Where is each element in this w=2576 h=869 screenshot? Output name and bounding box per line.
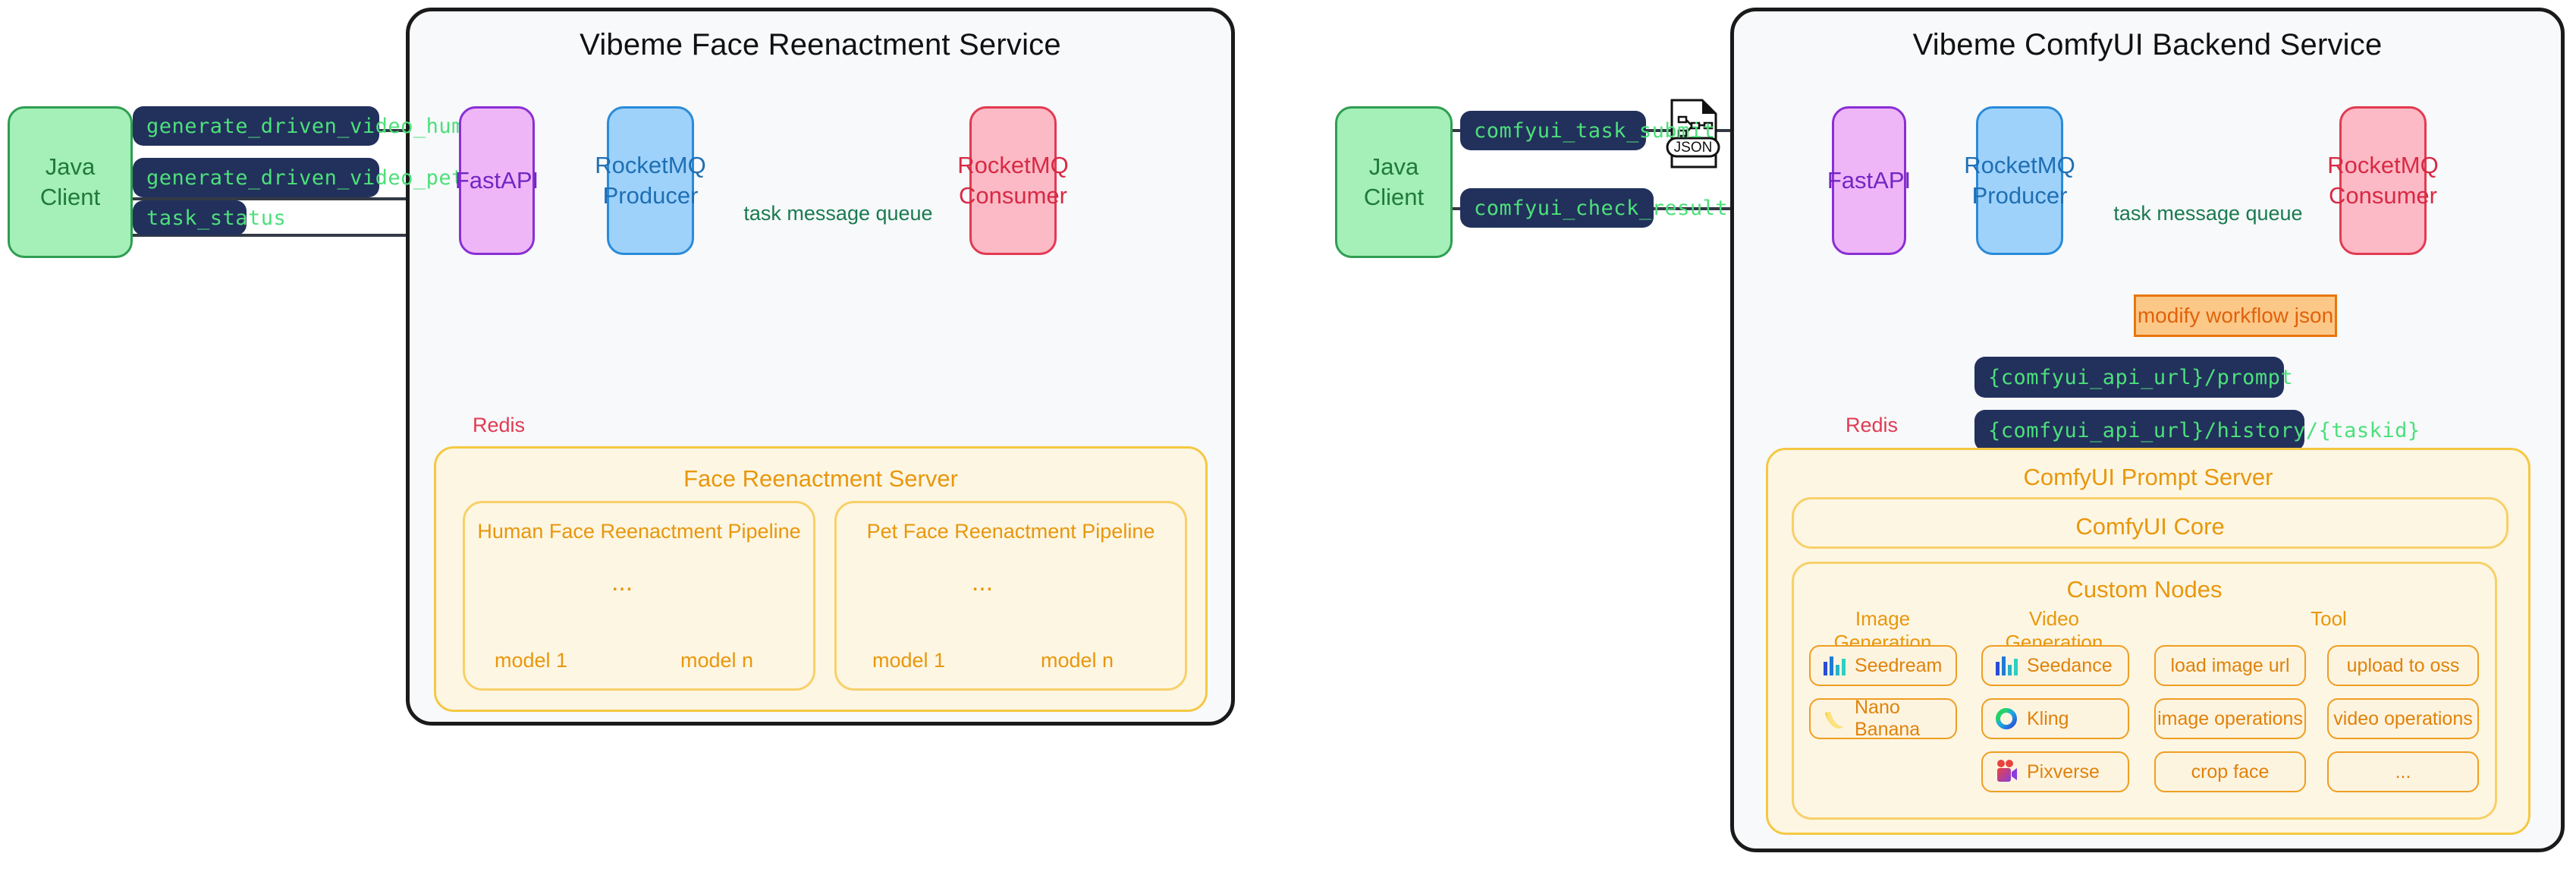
right-api-chip-submit[interactable]: comfyui_task_submit [1460,111,1715,150]
right-consumer-line1: RocketMQ [2327,152,2439,179]
pet-pipeline-ellipsis: ... [971,568,994,597]
comfyui-history-url-chip[interactable]: {comfyui_api_url}/history/{taskid} [1974,410,2420,451]
left-api-chip-human[interactable]: generate_driven_video_human [133,106,489,146]
column-title-image-generation: Image Generation [1833,607,1932,653]
right-api-chip-check[interactable]: comfyui_check_result [1460,188,1728,228]
custom-node-pixverse-label: Pixverse [2027,760,2100,782]
right-producer-line2: Producer [1971,182,2068,209]
custom-node-seedance-label: Seedance [2027,654,2113,676]
human-model-last-label: model n [680,649,754,672]
left-rocketmq-producer-node[interactable]: RocketMQ Producer [595,106,706,255]
custom-node-upload-to-oss-label: upload to oss [2346,654,2460,676]
right-rocketmq-producer-node[interactable]: RocketMQ Producer [1964,106,2075,255]
comfyui-core-box: ComfyUI Core [1792,497,2508,549]
human-pipeline-ellipsis: ... [611,568,633,597]
left-api-chip-pet[interactable]: generate_driven_video_pet [133,158,463,197]
pet-model-last-label: model n [1040,649,1114,672]
comfyui-core-title: ComfyUI Core [2075,513,2225,540]
modify-workflow-json-note[interactable]: modify workflow json [2134,294,2337,337]
right-rocketmq-consumer-node[interactable]: RocketMQ Consumer [2327,106,2439,255]
left-rocketmq-consumer-node[interactable]: RocketMQ Consumer [957,106,1069,255]
custom-node-more-label: ... [2395,760,2411,782]
right-queue-caption: task message queue [2113,202,2303,225]
left-java-client-line2: Client [39,184,101,210]
right-panel-title: Vibeme ComfyUI Backend Service [1912,28,2383,61]
custom-node-load-image-url-label: load image url [2170,654,2290,676]
custom-node-video-operations-label: video operations [2333,707,2473,729]
left-panel-title: Vibeme Face Reenactment Service [580,28,1061,61]
right-consumer-line2: Consumer [2329,182,2437,209]
pet-face-pipeline-box: Pet Face Reenactment Pipeline [834,501,1187,691]
column-title-tool: Tool [2311,607,2347,630]
custom-node-video-operations[interactable]: video operations [2327,698,2479,739]
custom-node-load-image-url[interactable]: load image url [2154,645,2306,686]
pet-face-pipeline-title: Pet Face Reenactment Pipeline [866,520,1155,543]
left-fastapi-node[interactable]: FastAPI [455,106,539,255]
human-face-pipeline-title: Human Face Reenactment Pipeline [477,520,801,543]
custom-node-image-operations[interactable]: image operations [2154,698,2306,739]
custom-node-upload-to-oss[interactable]: upload to oss [2327,645,2479,686]
face-reenactment-server-title: Face Reenactment Server [683,465,958,492]
left-java-client[interactable]: Java Client [8,106,133,258]
right-redis-label: Redis [1845,414,1899,436]
left-producer-line2: Producer [602,182,699,209]
left-producer-line1: RocketMQ [595,152,706,179]
camera-icon [1997,760,2017,782]
custom-node-seedream-label: Seedream [1855,654,1943,676]
custom-nodes-title: Custom Nodes [2066,576,2223,603]
custom-node-more[interactable]: ... [2327,751,2479,792]
left-redis-label: Redis [472,414,526,436]
right-java-client-line1: Java [1368,153,1419,181]
custom-node-seedance[interactable]: Seedance [1981,645,2129,686]
custom-node-nano-banana[interactable]: Nano Banana [1809,697,1957,740]
custom-node-kling[interactable]: Kling [1981,698,2129,739]
custom-node-kling-label: Kling [2027,707,2069,729]
comfyui-prompt-url-chip[interactable]: {comfyui_api_url}/prompt [1974,357,2293,398]
human-model-first-label: model 1 [494,649,568,672]
human-face-pipeline-box: Human Face Reenactment Pipeline [463,501,815,691]
left-consumer-line1: RocketMQ [957,152,1069,179]
right-java-client-line2: Client [1363,184,1425,210]
bars-icon [1824,656,1846,675]
left-queue-caption: task message queue [743,202,933,225]
custom-node-image-operations-label: image operations [2157,707,2303,729]
custom-node-crop-face-label: crop face [2191,760,2270,782]
custom-node-seedream[interactable]: Seedream [1809,645,1957,686]
right-fastapi-node[interactable]: FastAPI [1827,106,1911,255]
right-producer-line1: RocketMQ [1964,152,2075,179]
banana-icon [1825,712,1843,729]
custom-node-pixverse[interactable]: Pixverse [1981,751,2129,792]
ring-icon [1996,708,2017,729]
bars-icon [1996,656,2018,675]
left-api-chip-task-status[interactable]: task_status [133,200,286,235]
right-java-client[interactable]: Java Client [1335,106,1453,258]
pet-model-first-label: model 1 [872,649,946,672]
custom-node-crop-face[interactable]: crop face [2154,751,2306,792]
custom-node-nano-banana-label: Nano Banana [1855,697,1921,740]
left-consumer-line2: Consumer [959,182,1067,209]
comfyui-prompt-server-title: ComfyUI Prompt Server [2023,464,2273,490]
left-java-client-line1: Java [45,153,96,181]
